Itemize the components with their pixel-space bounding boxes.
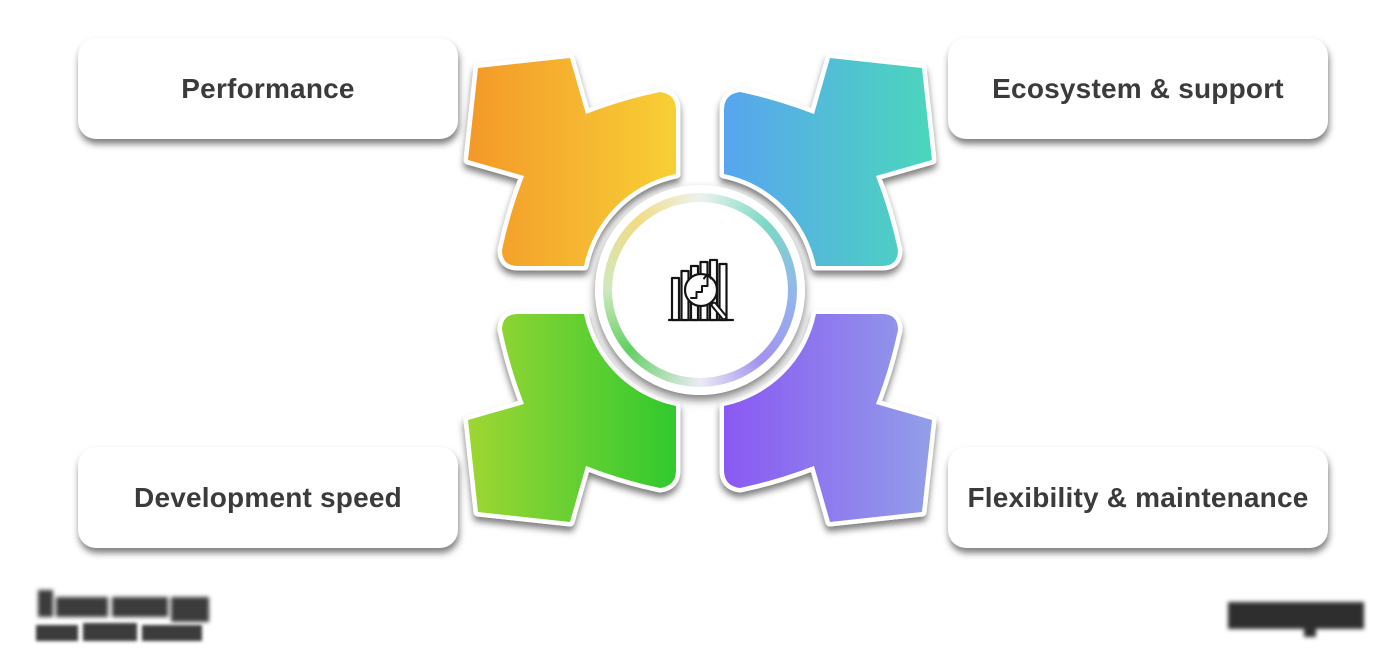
label-box-development-speed: Development speed [78,447,458,548]
footer-logo-blurred [38,588,213,622]
label-box-ecosystem-support: Ecosystem & support [948,38,1328,139]
label-flexibility-maintenance: Flexibility & maintenance [967,481,1309,513]
bar-chart-magnifier-growth-icon [667,258,735,322]
label-box-performance: Performance [78,38,458,139]
footer-watermark-blurred [1228,598,1370,640]
label-development-speed: Development speed [134,481,402,513]
label-box-flexibility-maintenance: Flexibility & maintenance [948,447,1328,548]
footer-tagline-blurred [36,622,206,648]
label-ecosystem-support: Ecosystem & support [992,72,1284,104]
label-performance: Performance [181,72,355,104]
